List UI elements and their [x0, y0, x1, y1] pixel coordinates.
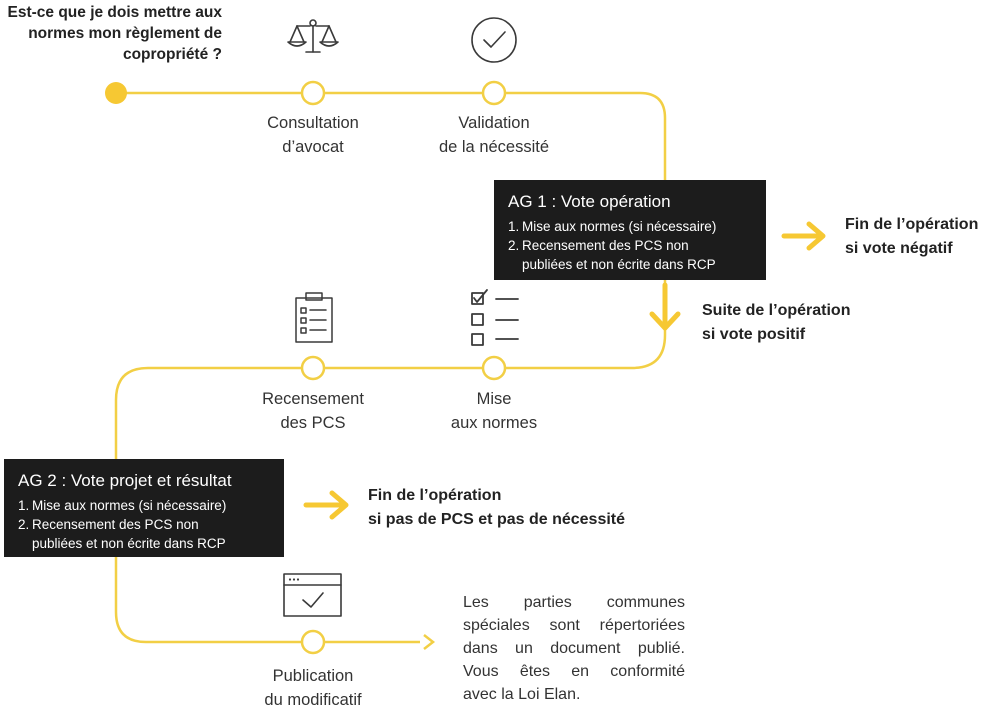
- ag2-item: 1.Mise aux normes (si nécessaire): [18, 496, 284, 515]
- step-label-line: Publication: [272, 667, 354, 685]
- step-label-line: des PCS: [280, 414, 346, 432]
- step-label-validation: Validation de la nécessité: [414, 111, 574, 159]
- step-label-line: d’avocat: [282, 138, 344, 156]
- check-circle-icon: [471, 17, 517, 63]
- list-number: 2.: [18, 517, 30, 532]
- list-text-continued: publiées et non écrite dans RCP: [522, 257, 716, 272]
- step-label-line: du modificatif: [264, 691, 362, 709]
- ag2-list: 1.Mise aux normes (si nécessaire) 2.Rece…: [18, 496, 284, 553]
- arrow-down-icon: [649, 282, 681, 331]
- ag1-item: 2.Recensement des PCS non publiées et non…: [508, 236, 766, 274]
- checklist-icon: [471, 289, 519, 346]
- question-line: copropriété ?: [122, 46, 222, 63]
- scales-icon: [287, 19, 339, 53]
- step-label-mise-aux-normes: Mise aux normes: [414, 387, 574, 435]
- outcome-line: Suite de l’opération: [702, 302, 851, 319]
- list-number: 1.: [508, 219, 520, 234]
- outcome-line: si vote négatif: [845, 240, 953, 257]
- outcome-line: si pas de PCS et pas de nécessité: [368, 511, 626, 528]
- ag2-item: 2.Recensement des PCS non publiées et non…: [18, 515, 284, 553]
- final-note: Les parties communes spéciales sont répe…: [463, 591, 685, 706]
- list-text: Recensement des PCS non: [32, 517, 199, 532]
- clipboard-list-icon: [295, 292, 333, 343]
- step-label-line: aux normes: [450, 414, 538, 432]
- list-number: 2.: [508, 238, 520, 253]
- browser-check-icon: [283, 573, 342, 617]
- arrow-right-icon: [781, 221, 826, 251]
- step-label-publication: Publication du modificatif: [233, 664, 393, 712]
- question-line: Est-ce que je dois mettre aux: [7, 4, 223, 21]
- browser-dots: [288, 578, 300, 581]
- step-label-consultation: Consultation d’avocat: [233, 111, 393, 159]
- step-label-line: de la nécessité: [438, 138, 550, 156]
- node-consultation: [300, 80, 326, 106]
- ag1-box: AG 1 : Vote opération 1.Mise aux normes …: [494, 180, 766, 280]
- outcome-line: Fin de l’opération: [368, 487, 502, 504]
- final-note-line: avec la Loi Elan.: [463, 686, 581, 703]
- list-text: Mise aux normes (si nécessaire): [32, 498, 227, 513]
- step-label-line: Mise: [476, 390, 512, 408]
- ag1-item: 1.Mise aux normes (si nécessaire): [508, 217, 766, 236]
- ag1-list: 1.Mise aux normes (si nécessaire) 2.Rece…: [508, 217, 766, 274]
- start-node: [105, 82, 127, 104]
- node-mise-aux-normes: [481, 355, 507, 381]
- outcome-ag2-end: Fin de l’opération si pas de PCS et pas …: [368, 484, 658, 532]
- flow-arrowhead: [423, 634, 436, 650]
- final-note-line: spéciales sont répertoriées: [463, 617, 685, 634]
- node-validation: [481, 80, 507, 106]
- ag1-title: AG 1 : Vote opération: [508, 192, 671, 211]
- ag2-title: AG 2 : Vote projet et résultat: [18, 471, 232, 490]
- question-line: normes mon règlement de: [28, 25, 222, 42]
- ag2-box: AG 2 : Vote projet et résultat 1.Mise au…: [4, 459, 284, 557]
- node-recensement: [300, 355, 326, 381]
- final-note-line: dans un document publié.: [463, 640, 685, 657]
- outcome-line: si vote positif: [702, 326, 806, 343]
- final-note-line: Les parties communes: [463, 594, 685, 611]
- list-text: Mise aux normes (si nécessaire): [522, 219, 717, 234]
- node-publication: [300, 629, 326, 655]
- list-text-continued: publiées et non écrite dans RCP: [32, 536, 226, 551]
- outcome-ag1-positive: Suite de l’opération si vote positif: [702, 299, 882, 347]
- step-label-recensement: Recensement des PCS: [233, 387, 393, 435]
- list-number: 1.: [18, 498, 30, 513]
- flow-line: [114, 91, 667, 644]
- step-label-line: Consultation: [267, 114, 359, 132]
- arrow-right-icon: [303, 490, 349, 520]
- step-label-line: Recensement: [262, 390, 364, 408]
- outcome-line: Fin de l’opération: [845, 216, 979, 233]
- step-label-line: Validation: [458, 114, 530, 132]
- list-text: Recensement des PCS non: [522, 238, 689, 253]
- final-note-line: Vous êtes en conformité: [463, 663, 685, 680]
- outcome-ag1-negative: Fin de l’opération si vote négatif: [845, 213, 995, 261]
- main-question: Est-ce que je dois mettre aux normes mon…: [0, 2, 223, 65]
